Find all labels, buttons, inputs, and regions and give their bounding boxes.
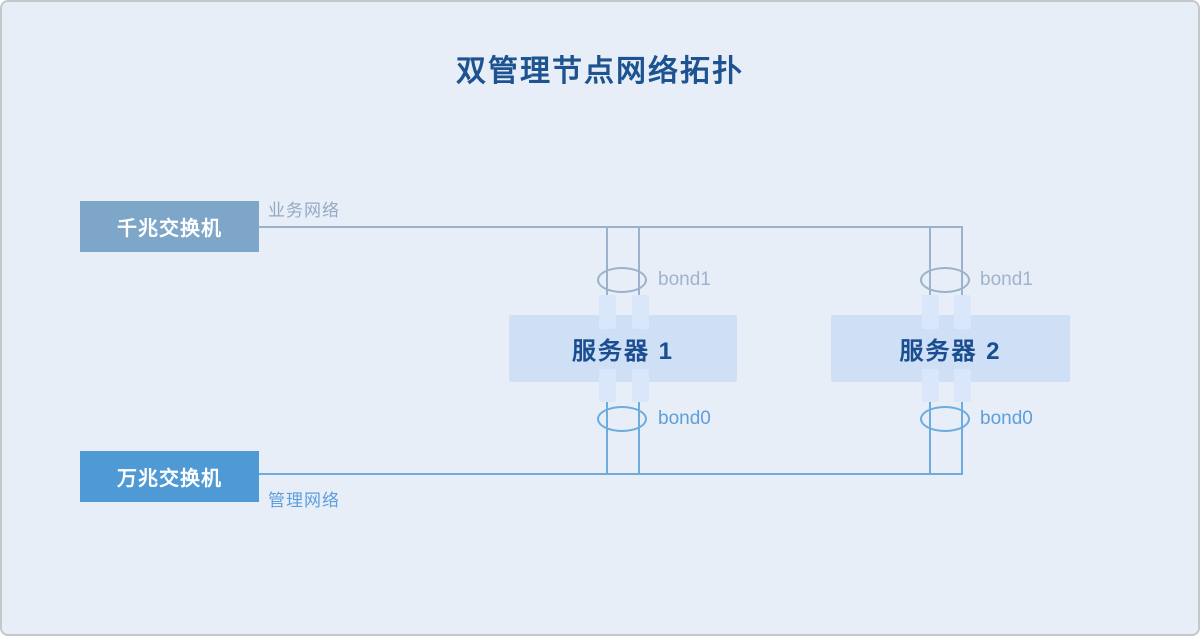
ten-gigabit-switch-label: 万兆交换机: [117, 468, 222, 490]
management-network-line: [259, 473, 963, 475]
server2-port-top-a: [922, 295, 939, 329]
server1-bond0-label: bond0: [658, 408, 711, 429]
server2-port-bottom-a: [922, 369, 939, 402]
server1-port-top-a: [599, 295, 616, 329]
server2-label: 服务器 2: [899, 338, 1002, 365]
server1-bond1-ellipse-icon: [597, 267, 647, 293]
server2-bond1-ellipse-icon: [920, 267, 970, 293]
diagram-title: 双管理节点网络拓扑: [456, 55, 744, 88]
business-network-label: 业务网络: [268, 201, 340, 220]
server2-port-top-b: [954, 295, 971, 329]
server1-port-bottom-b: [632, 369, 649, 402]
gigabit-switch-label: 千兆交换机: [117, 218, 222, 240]
management-network-label: 管理网络: [268, 491, 340, 510]
server2-port-bottom-b: [954, 369, 971, 402]
server1-label: 服务器 1: [571, 338, 674, 365]
ten-gigabit-switch-node: 万兆交换机: [80, 451, 259, 502]
server1-bond0-ellipse-icon: [597, 406, 647, 432]
server1-bond1-label: bond1: [658, 269, 711, 290]
server2-bond0-ellipse-icon: [920, 406, 970, 432]
server1-node: 服务器 1: [509, 315, 737, 382]
server1-port-bottom-a: [599, 369, 616, 402]
server1-port-top-b: [632, 295, 649, 329]
server2-node: 服务器 2: [831, 315, 1070, 382]
server2-bond0-label: bond0: [980, 408, 1033, 429]
business-network-line: [259, 226, 963, 228]
gigabit-switch-node: 千兆交换机: [80, 201, 259, 252]
server2-bond1-label: bond1: [980, 269, 1033, 290]
